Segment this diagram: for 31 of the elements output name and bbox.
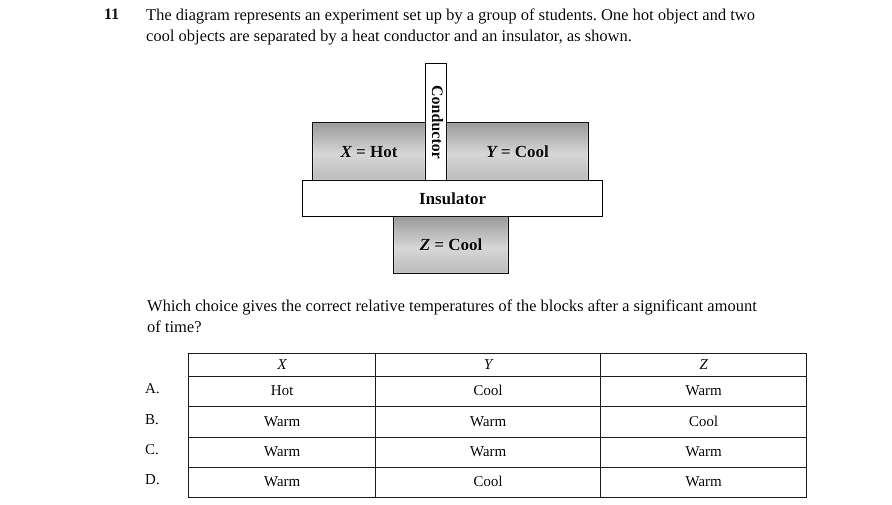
block-label: Y = Cool	[486, 142, 549, 162]
block-label: Insulator	[418, 188, 486, 208]
cool-block	[446, 122, 589, 181]
temperature-value: Cool	[473, 383, 503, 400]
choice-letter: B.	[145, 412, 159, 428]
choice-letter: D.	[145, 472, 160, 489]
temperature-value: Warm	[685, 444, 722, 461]
temperature-value: Cool	[473, 474, 503, 491]
choice-letter: C.	[145, 442, 159, 459]
temperature-value: Cool	[688, 414, 718, 430]
question-number: 11	[104, 6, 120, 24]
temperature-value: Warm	[264, 414, 300, 430]
question-text: The diagram represents an experiment set up by a group of students. One hot object and two cool objects are separated by a heat conductor and an insulator, as shown.	[146, 4, 756, 46]
block-label: X = Hot	[340, 142, 398, 162]
column-header: Y	[484, 356, 492, 374]
temperature-value: Warm	[264, 444, 300, 461]
temperature-value: Warm	[264, 474, 300, 491]
column-header: X	[277, 356, 287, 374]
temperature-value: Warm	[685, 383, 722, 400]
temperature-value: Warm	[470, 444, 506, 461]
hot-block	[312, 122, 426, 181]
insulator-block	[302, 180, 603, 217]
temperature-value: Warm	[470, 414, 506, 430]
block-label: Z = Cool	[420, 235, 482, 255]
column-header: Z	[699, 356, 708, 374]
cool-block	[393, 216, 509, 274]
question-text: Which choice gives the correct relative temperatures of the blocks after a significant amount of time?	[147, 295, 758, 337]
temperature-value: Hot	[270, 383, 294, 400]
choice-letter: A.	[145, 381, 160, 398]
temperature-value: Warm	[685, 474, 722, 491]
block-label: Conductor	[427, 85, 445, 159]
